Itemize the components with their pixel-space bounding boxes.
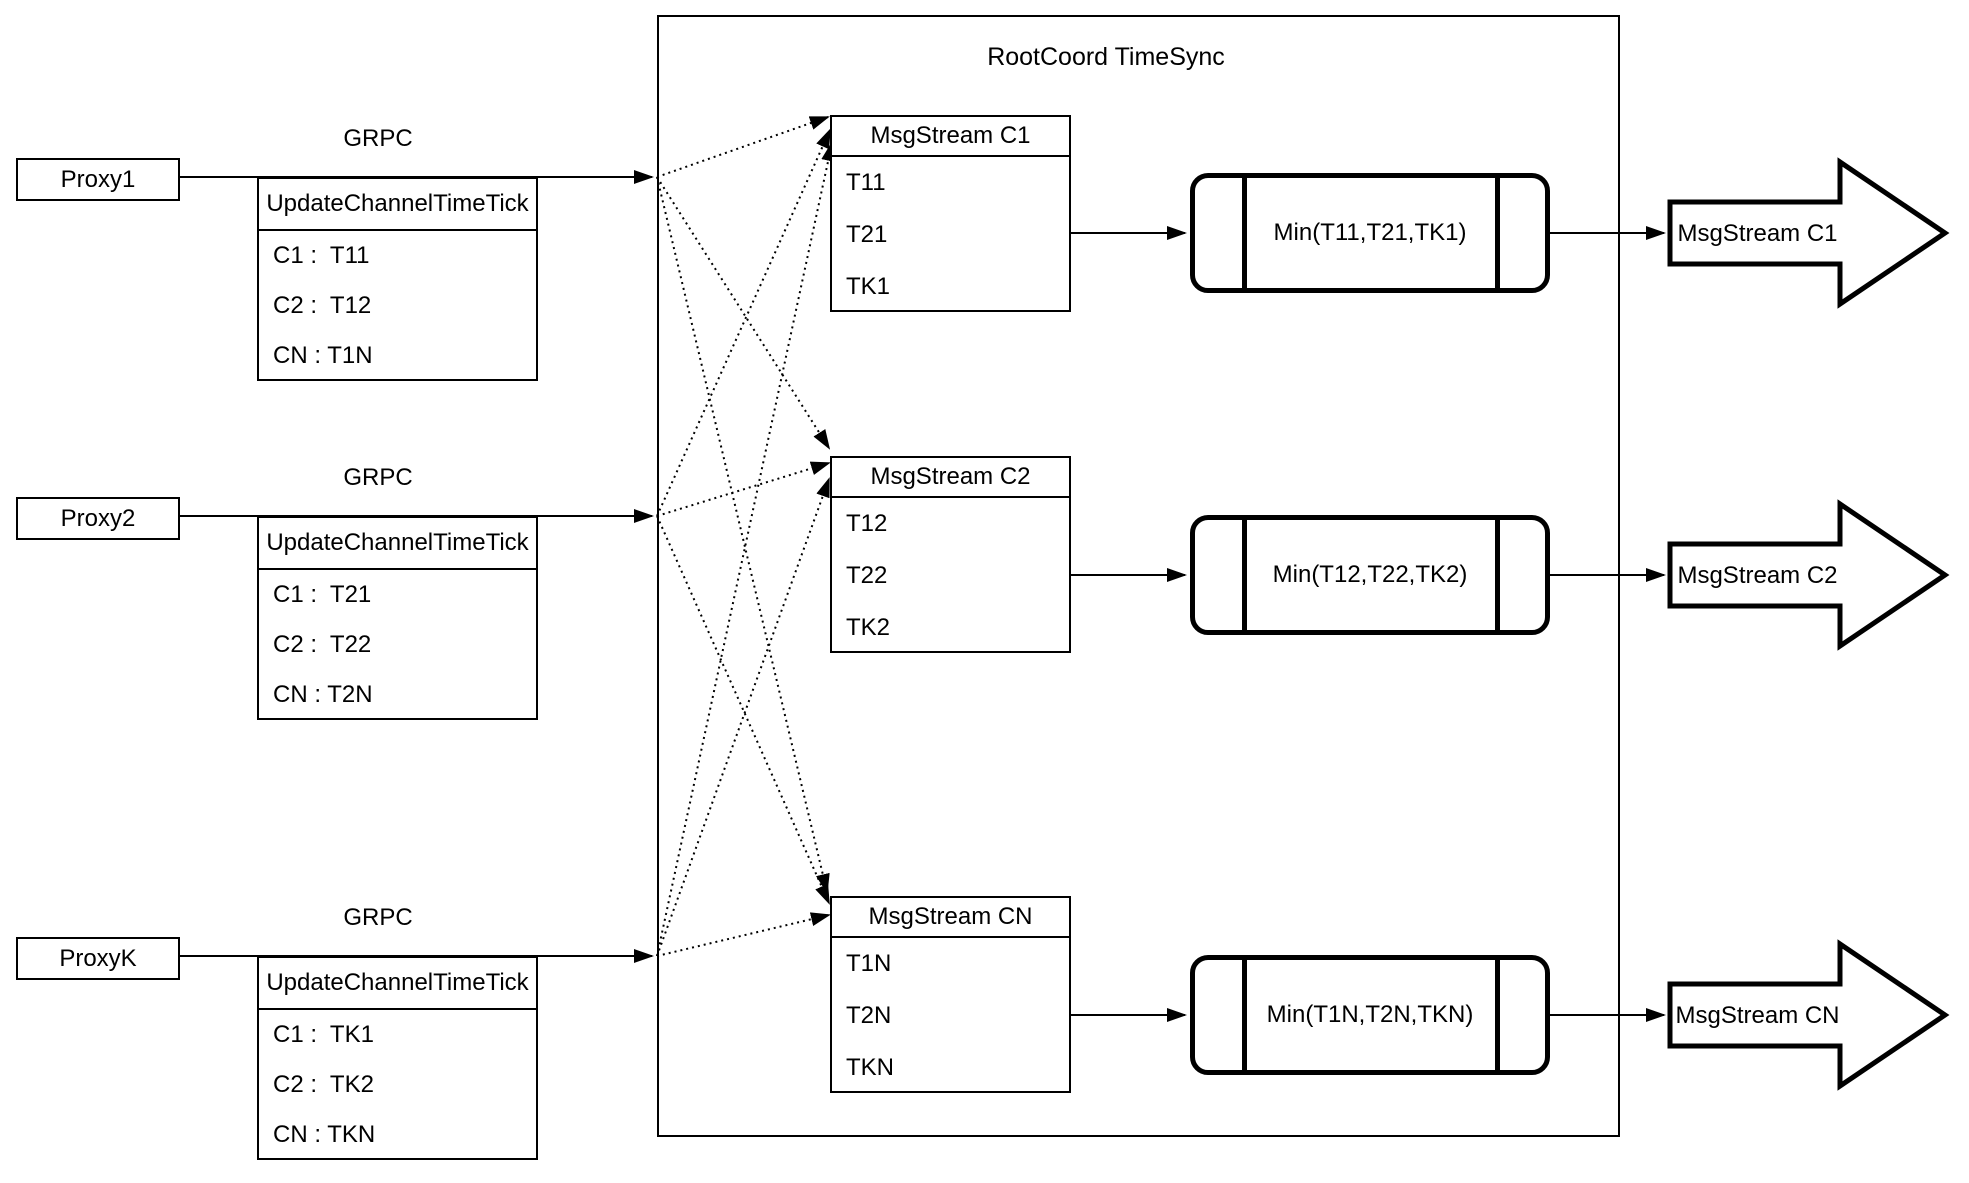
dotted-arrow-p1-cn <box>656 176 830 894</box>
dotted-arrow-pk-c1 <box>656 141 836 957</box>
grpc-label-1: GRPC <box>343 125 413 152</box>
min-box-divider <box>1242 960 1247 1070</box>
min-box-c1: Min(T11,T21,TK1) <box>1190 173 1550 293</box>
dotted-arrow-pk-cn <box>656 912 831 957</box>
table-row: T11 <box>846 169 886 196</box>
proxyk-timetick-header: UpdateChannelTimeTick <box>259 958 536 1010</box>
min-box-divider <box>1242 178 1247 288</box>
dotted-arrow-p2-cn <box>656 515 830 905</box>
min-box-divider <box>1242 520 1247 630</box>
table-row: T22 <box>846 562 888 589</box>
table-row: CN : TKN <box>273 1121 376 1148</box>
proxyk-label: ProxyK <box>59 944 137 972</box>
table-row: CN : T1N <box>273 342 373 369</box>
min-box-cn: Min(T1N,T2N,TKN) <box>1190 955 1550 1075</box>
block-arrow-msgstream-c2 <box>1667 499 1950 651</box>
table-row: CN : T2N <box>273 681 373 708</box>
block-arrow-msgstream-c1 <box>1667 157 1950 309</box>
proxy1-label: Proxy1 <box>60 165 136 193</box>
table-row: TKN <box>846 1054 894 1081</box>
msgstream-c2-header: MsgStream C2 <box>832 458 1069 498</box>
msgstream-cn-header: MsgStream CN <box>832 898 1069 938</box>
proxy1-timetick-header: UpdateChannelTimeTick <box>259 179 536 231</box>
table-row: T1N <box>846 950 892 977</box>
msgstream-c1-table: MsgStream C1 T11 T21 TK1 <box>830 115 1071 312</box>
proxyk-timetick-table: UpdateChannelTimeTick C1 : TK1 C2 : TK2 … <box>257 956 538 1160</box>
table-row: C2 : TK2 <box>273 1071 374 1098</box>
min-label-c1: Min(T11,T21,TK1) <box>1273 219 1467 246</box>
table-row: C2 : T12 <box>273 292 372 319</box>
min-box-divider <box>1495 178 1500 288</box>
output-label-msgstream-c1: MsgStream C1 <box>1677 220 1838 247</box>
output-label-msgstream-c2: MsgStream C2 <box>1677 562 1838 589</box>
table-row: TK2 <box>846 614 891 641</box>
table-row: TK1 <box>846 273 891 300</box>
table-row: T12 <box>846 510 888 537</box>
dotted-arrow-p2-c1 <box>656 128 831 517</box>
min-label-c2: Min(T12,T22,TK2) <box>1272 561 1468 588</box>
min-label-cn: Min(T1N,T2N,TKN) <box>1266 1001 1474 1028</box>
table-row: C1 : TK1 <box>273 1021 374 1048</box>
table-row: C2 : T22 <box>273 631 372 658</box>
min-box-c2: Min(T12,T22,TK2) <box>1190 515 1550 635</box>
grpc-label-2: GRPC <box>343 464 413 491</box>
msgstream-c1-header: MsgStream C1 <box>832 117 1069 157</box>
msgstream-c2-table: MsgStream C2 T12 T22 TK2 <box>830 456 1071 653</box>
proxy1-box: Proxy1 <box>16 158 180 201</box>
proxyk-box: ProxyK <box>16 937 180 980</box>
dotted-arrow-p1-c2 <box>656 176 831 450</box>
proxy2-label: Proxy2 <box>60 504 136 532</box>
proxy2-timetick-table: UpdateChannelTimeTick C1 : T21 C2 : T22 … <box>257 516 538 720</box>
output-label-msgstream-cn: MsgStream CN <box>1675 1002 1840 1029</box>
proxy2-timetick-header: UpdateChannelTimeTick <box>259 518 536 570</box>
rootcoord-timesync-title: RootCoord TimeSync <box>987 43 1225 71</box>
proxy2-box: Proxy2 <box>16 497 180 540</box>
table-row: T2N <box>846 1002 892 1029</box>
grpc-label-3: GRPC <box>343 904 413 931</box>
min-box-divider <box>1495 520 1500 630</box>
dotted-arrow-p1-c1 <box>656 116 830 178</box>
dotted-arrow-pk-c2 <box>656 477 830 957</box>
table-row: T21 <box>846 221 888 248</box>
block-arrow-msgstream-cn <box>1667 939 1950 1091</box>
proxy1-timetick-table: UpdateChannelTimeTick C1 : T11 C2 : T12 … <box>257 177 538 381</box>
min-box-divider <box>1495 960 1500 1070</box>
table-row: C1 : T11 <box>273 242 370 269</box>
dotted-arrow-p2-c2 <box>656 461 831 517</box>
table-row: C1 : T21 <box>273 581 372 608</box>
msgstream-cn-table: MsgStream CN T1N T2N TKN <box>830 896 1071 1093</box>
